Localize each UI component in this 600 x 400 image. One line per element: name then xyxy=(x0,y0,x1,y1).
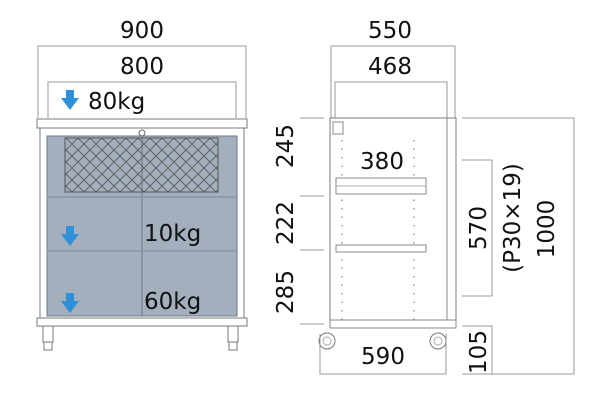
door-handle xyxy=(332,121,344,135)
arrow-down-icon xyxy=(61,226,79,246)
top-load-label: 80kg xyxy=(88,89,145,115)
caster-wheel-icon xyxy=(429,332,447,350)
front-view: 900 800 80kg 10kg xyxy=(36,18,248,351)
total-height-label: 1000 xyxy=(534,200,560,259)
inner-width-label: 800 xyxy=(120,54,164,80)
caster-height-label: 105 xyxy=(466,330,492,374)
inner-width-dimension-line xyxy=(47,81,237,118)
inner-depth-label: 468 xyxy=(368,54,412,80)
outer-depth-dimension-line xyxy=(330,45,456,118)
ventilation-mesh-panel xyxy=(64,137,219,193)
outer-width-label: 900 xyxy=(120,18,164,44)
right-dimensions: 570 (P30×19) 1000 105 xyxy=(462,117,575,375)
side-view: 550 468 380 590 xyxy=(318,18,457,375)
caster-wheel-icon xyxy=(42,325,54,351)
caster-height-dimension-line xyxy=(462,325,493,374)
caster-wheel-icon xyxy=(227,325,239,351)
bottom-load-label: 60kg xyxy=(144,289,201,315)
shelf-depth-label: 380 xyxy=(360,149,404,175)
height-dimensions: 245 222 285 xyxy=(273,117,324,325)
height-bottom-label: 285 xyxy=(273,270,299,314)
arrow-down-icon xyxy=(61,293,79,313)
lock-icon xyxy=(138,129,146,137)
height-top-label: 245 xyxy=(273,124,299,168)
height-dimension-ticks xyxy=(300,117,324,325)
middle-load-label: 10kg xyxy=(144,221,201,247)
height-middle-label: 222 xyxy=(273,201,299,245)
caster-span-label: 590 xyxy=(361,344,405,370)
inner-height-label: 570 xyxy=(466,206,492,250)
outer-depth-label: 550 xyxy=(368,18,412,44)
top-board xyxy=(36,118,248,129)
pitch-note-label: (P30×19) xyxy=(500,163,526,273)
inner-depth-dimension-line xyxy=(334,81,448,118)
arrow-down-icon xyxy=(61,90,79,110)
side-shelf-lower xyxy=(335,244,427,253)
outer-width-dimension-line xyxy=(37,45,247,118)
side-base xyxy=(329,319,457,329)
caster-wheel-icon xyxy=(318,332,336,350)
base-board xyxy=(36,317,248,327)
caster-span-dimension-line xyxy=(319,334,447,375)
inner-height-dimension-line xyxy=(462,159,493,297)
total-height-dimension-line xyxy=(462,117,575,375)
